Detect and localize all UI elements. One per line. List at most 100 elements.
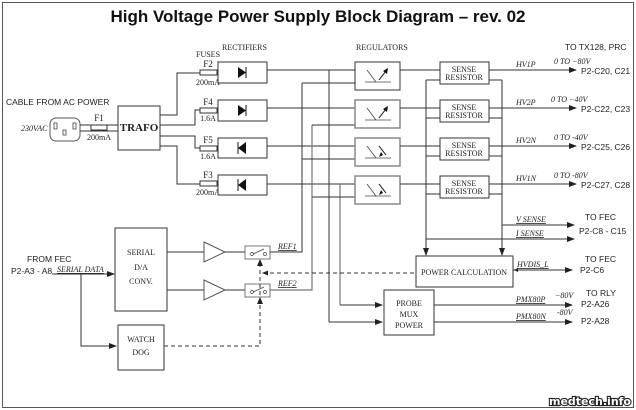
to-rly-label: TO RLY (586, 288, 616, 298)
probe-mux-label-1: PROBE (396, 299, 422, 308)
from-fec-label: FROM FEC (27, 254, 71, 264)
to-tx-label: TO TX128, PRC (565, 42, 627, 52)
pmx80p-voltage: −80V (555, 291, 574, 300)
trafo-block (117, 105, 161, 151)
trafo-wire-3 (160, 135, 200, 149)
dac-label-1: SERIAL (127, 248, 155, 257)
hv-pins-4: P2-C27, C28 (581, 180, 630, 190)
fuse-icon (199, 180, 218, 187)
sense-label-1a: SENSE (452, 65, 477, 74)
pmx80p-pin: P2-A26 (581, 299, 610, 309)
hv-signal-2: HV2P (515, 98, 536, 107)
fuse-rating: 200mA (196, 78, 220, 87)
sense-label-2b: RESISTOR (445, 111, 483, 120)
probe-mux-label-3: POWER (395, 321, 424, 330)
regulators-label: REGULATORS (356, 43, 408, 52)
regulator-icon (365, 183, 391, 197)
sense-resistor-2 (439, 99, 490, 123)
fuse-name: F3 (203, 170, 213, 180)
dac-label-2: D/A (134, 263, 148, 272)
ref1-line (270, 200, 303, 253)
watchdog-control-line (164, 262, 261, 347)
power-calculation-block (415, 255, 514, 288)
watermark: medtech.info (549, 395, 631, 408)
regulator-icon (365, 106, 391, 121)
hv-range-3: 0 TO -40V (554, 133, 589, 142)
ac-socket-icon (49, 117, 81, 142)
pmx80p-label: PMX80P (515, 295, 545, 304)
hv-signal-4: HV1N (515, 174, 537, 183)
dac-label-3: CONV. (129, 277, 153, 286)
pmx80n-label: PMX80N (515, 312, 546, 321)
diode-forward-icon (238, 105, 247, 116)
regulator-block-3 (354, 137, 401, 167)
hv-range-1: 0 TO −80V (554, 57, 591, 66)
trafo-wire-1 (160, 72, 200, 116)
regulators (354, 61, 401, 205)
trafo-wire-4 (160, 145, 200, 185)
amplifier-2-icon (203, 279, 227, 301)
fuse-f1-rating: 200mA (87, 133, 111, 142)
diode-reverse-icon (237, 179, 246, 191)
power-calculation-label: POWER CALCULATION (421, 268, 507, 277)
hv-pins-3: P2-C25, C26 (581, 142, 630, 152)
regulator-block-4 (354, 175, 401, 205)
i-sense-label: I SENSE (515, 229, 544, 238)
diode-forward-icon (238, 67, 247, 78)
ref1-label: REF1 (277, 242, 297, 251)
sense-resistor-4 (439, 175, 490, 199)
ref2-label: REF2 (277, 279, 297, 288)
probe-mux-label-2: MUX (400, 310, 419, 319)
hv-pins-2: P2-C22, C23 (581, 104, 630, 114)
serial-to-watchdog-line (80, 274, 117, 349)
switch1-control-arrow-icon (257, 259, 263, 266)
diode-reverse-icon (237, 142, 246, 154)
calc-pins-label: P2-C6 (580, 265, 604, 275)
pmx80n-voltage: -80V (557, 308, 574, 317)
channel-2: F4 1.6A (199, 97, 268, 123)
channel-1: F2 200mA (196, 59, 268, 87)
fuse-rating: 1.6A (200, 114, 216, 123)
diagram-title: High Voltage Power Supply Block Diagram … (110, 7, 525, 26)
switch-2-icon (244, 283, 271, 298)
power-calc-arrow-icon (262, 270, 268, 276)
sense-resistors: SENSE RESISTOR SENSE RESISTOR SENSE RESI… (439, 61, 490, 199)
sense-to-fec-label: TO FEC (585, 212, 616, 222)
hv-range-2: 0 TO −40V (551, 95, 588, 104)
watchdog-label-2: DOG (132, 348, 150, 357)
probe-mux-power-block (383, 289, 435, 336)
hv-range-4: 0 TO -80V (554, 171, 589, 180)
sense-label-4a: SENSE (452, 179, 477, 188)
sense-resistor-3 (439, 137, 490, 161)
fuse-name: F5 (203, 135, 213, 145)
ref2-line (270, 200, 313, 291)
regulator-icon (365, 68, 391, 83)
sense-resistor-1 (439, 61, 490, 85)
regulator-icon (365, 145, 391, 159)
trafo-wire-2 (160, 109, 200, 126)
hvdis-label: HVDIS_L (516, 260, 549, 269)
fuse-rating: 200mA (196, 188, 220, 197)
amplifier-1-icon (203, 241, 227, 263)
hv-signal-3: HV2N (515, 136, 537, 145)
sense-label-1b: RESISTOR (445, 73, 483, 82)
fuse-icon (199, 69, 218, 76)
sense-label-3b: RESISTOR (445, 149, 483, 158)
trafo-label: TRAFO (120, 122, 159, 134)
hv-signal-1: HV1P (515, 60, 536, 69)
serial-dac-block (114, 227, 168, 312)
watchdog-label-1: WATCH (127, 335, 155, 344)
channel-3: F5 1.6A (199, 135, 268, 161)
hv-pins-1: P2-C20, C21 (581, 66, 630, 76)
serial-data-label: SERIAL DATA (57, 265, 104, 274)
fuse-icon (199, 107, 218, 114)
cable-label: CABLE FROM AC POWER (6, 97, 109, 107)
sense-label-2a: SENSE (452, 103, 477, 112)
switch-1-icon (244, 245, 271, 260)
sense-pins-label: P2-C8 - C15 (579, 226, 627, 236)
fuse-name: F4 (203, 97, 213, 107)
pmx80n-pin: P2-A28 (581, 316, 610, 326)
rectifiers-label: RECTIFIERS (222, 43, 267, 52)
